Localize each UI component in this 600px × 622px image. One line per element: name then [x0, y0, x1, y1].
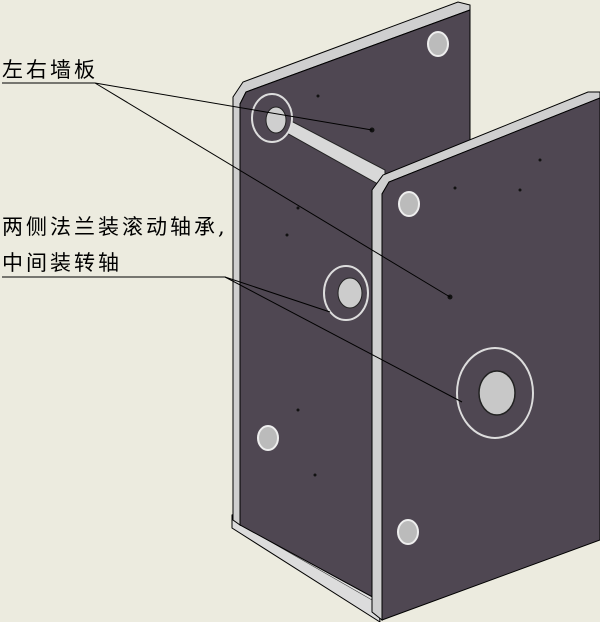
wall-plate-label: 左右墙板 [2, 58, 98, 82]
bearing-label-line1: 两侧法兰装滚动轴承, [2, 215, 228, 239]
hole [398, 191, 420, 217]
hole [397, 519, 419, 545]
bearing-label-line2: 中间装转轴 [2, 251, 122, 275]
hole [257, 425, 279, 451]
hole [427, 31, 449, 57]
